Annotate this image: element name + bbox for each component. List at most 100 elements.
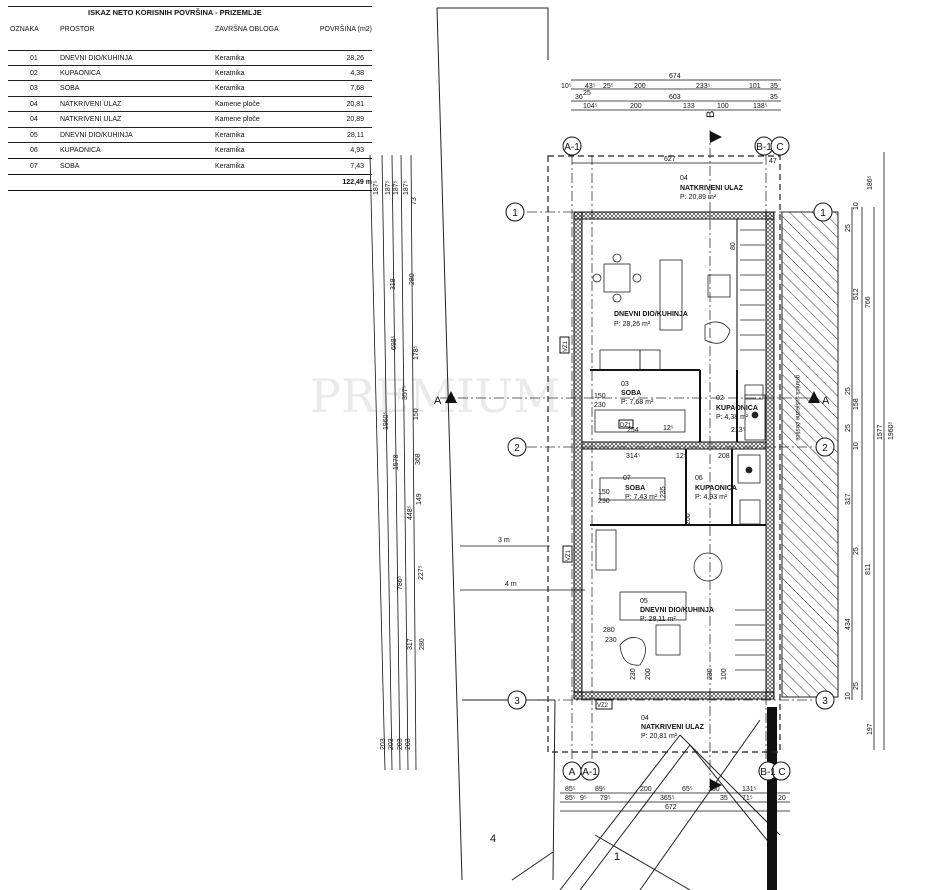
table-title: ISKAZ NETO KORISNIH POVRŠINA - PRIZEMLJE [88,8,262,17]
dim-label: 187⁵ [393,180,400,195]
cell-area: 28,11 [347,132,364,139]
grid-label: C [778,767,785,778]
divider [8,6,372,7]
cell-finish: Keramika [215,55,245,62]
dim-label: 12⁵ [676,453,687,460]
cell-area: 7,68 [350,85,364,92]
room-area: P: 4,93 m² [695,494,728,501]
dim-label: 47 [769,158,777,165]
dim-label: 35 [770,83,778,90]
cell-code: 05 [30,132,38,139]
dim-label: 10 [853,442,860,450]
grid-labels: A-1 B-1 C 1 1 2 2 3 3 A A-1 B-1 C [512,142,828,778]
cell-room: NATKRIVENI ULAZ [60,101,122,108]
grid-label: A [569,767,576,778]
grid-marker-3-right [815,690,835,710]
dim-label: 200 [630,103,642,110]
cell-room: KUPAONICA [60,147,101,154]
dim-label: 73 [411,197,418,205]
cell-room: KUPAONICA [60,70,101,77]
dim-label: 9⁵ [580,795,587,802]
dim-label: 133 [683,103,695,110]
header-povrsina: POVRŠINA (m2) [319,26,372,33]
room-name: NATKRIVENI ULAZ [641,724,705,731]
cell-finish: Keramika [215,70,245,77]
room-number: 07 [623,475,631,482]
room-name: SOBA [621,390,641,397]
dim-label: 213⁵ [731,427,746,434]
grid-markers [505,136,835,781]
dim-label: 197 [867,723,874,735]
section-label: A [434,395,442,407]
grid-marker-2-left [507,437,527,457]
dim-label: 318 [390,278,397,290]
table-total-row: 122,49 m [8,174,372,190]
cell-code: 04 [30,101,38,108]
room-number: 04 [680,175,688,182]
dim-label: 368 [415,453,422,465]
grid-label: B-1 [760,767,776,778]
grid-label: 2 [514,443,520,454]
grid-marker-3-left [507,690,527,710]
dim-label: 80 [730,242,737,250]
cell-area: 7,43 [350,163,364,170]
dim-label: 434 [845,618,852,630]
section-arrow-icon [710,779,722,791]
room-name: SOBA [625,485,645,492]
dim-label: 672 [665,804,677,811]
room-number: 05 [640,598,648,605]
dim-label: 65⁵ [682,786,693,793]
dim-label: 317 [407,638,414,650]
grid-label: A-1 [564,142,580,153]
dim-label: 35 [720,795,728,802]
cell-area: 20,81 [346,101,364,108]
cell-area: 4,38 [350,70,364,77]
boundary-wall [767,707,777,890]
cell-finish: Kamene ploče [215,116,260,123]
dim-label: 25 [845,387,852,395]
distance-3m: 3 m [498,537,510,544]
dim-label: 230 [707,668,714,680]
dim-label: 227⁵ [418,565,425,580]
dim-label: 512 [853,288,860,300]
dim-label: 150 [413,408,420,420]
grid-label: C [776,142,783,153]
room-area: P: 20,81 m² [641,733,678,740]
cell-room: DNEVNI DIO/KUHINJA [60,132,133,139]
cell-code: 04 [30,116,38,123]
roof-outline [547,155,781,753]
room-name: KUPAONICA [695,485,737,492]
grid-marker-c-bottom [771,761,791,781]
dim-label: 203 [388,738,395,750]
cell-finish: Keramika [215,147,245,154]
table-header: OZNAKA PROSTOR ZAVRŠNA OBLOGA POVRŠINA (… [8,24,372,36]
dim-label: 208 [718,453,730,460]
watermark: PREMIUM [310,369,560,423]
dim-label: 12⁵ [663,425,674,432]
window-tag: VZ1 [563,340,569,352]
grid-label: B-1 [756,142,772,153]
dim-label: 448⁵ [407,505,414,520]
dim-label: 100 [721,668,728,680]
room-area: P: 28,11 m² [640,616,676,623]
bottom-dimensions: 85⁵ 89⁵ 200 65⁵ 100 131⁵ 85⁵ 9⁵ 79⁵ 365⁵… [560,786,790,812]
cell-finish: Keramika [215,85,245,92]
grid-label: 1 [820,208,826,219]
building-walls [573,211,775,700]
dim-label: 766 [865,296,872,308]
dim-label: 186⁵ [867,175,874,190]
grid-lines [440,130,818,790]
window-tag: VZ1 [566,549,572,561]
cell-area: 20,89 [346,116,364,123]
dim-label: 25 [583,90,591,97]
